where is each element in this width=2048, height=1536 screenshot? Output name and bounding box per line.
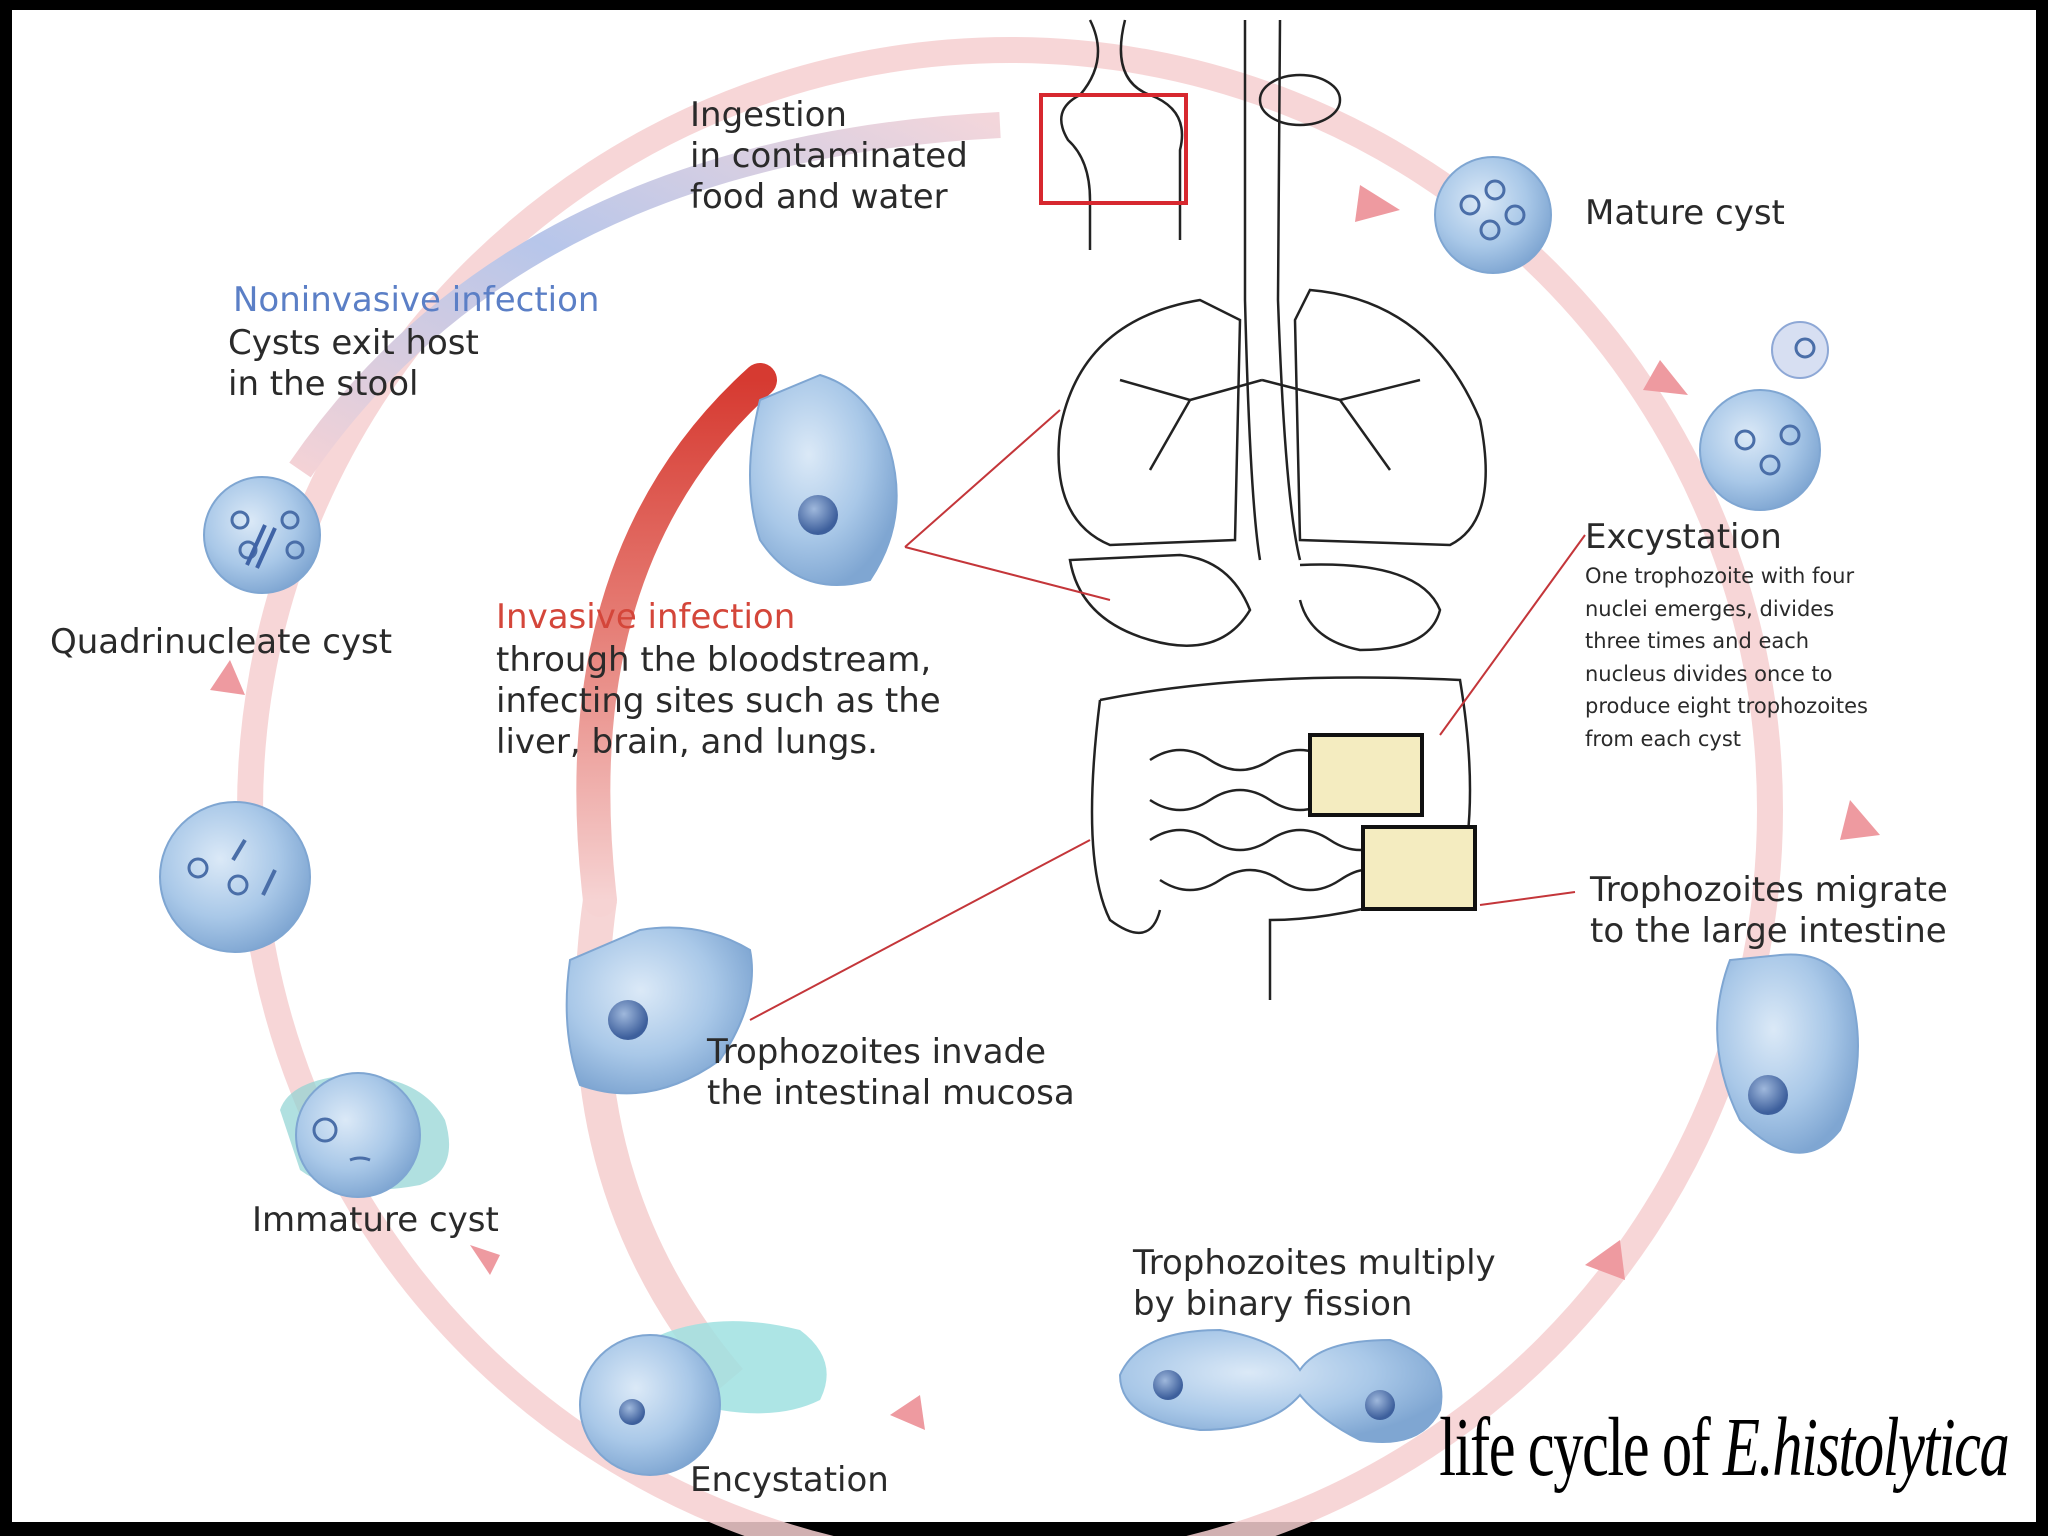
caption-species: E.histolytica [1722,1401,2010,1494]
label-invasive-title: Invasive infection [496,597,796,637]
cell-encystation [579,1321,827,1476]
diagram-panel [12,10,2036,1522]
arrow-2 [1643,360,1688,395]
liver [1068,553,1252,647]
bronchi [1119,378,1421,471]
esophagus [1243,20,1262,561]
arrow-6 [470,1245,500,1275]
label-noninvasive-desc: Cysts exit host in the stool [228,323,479,404]
cell-trophozoite-mucosa [565,926,753,1095]
head-outline [1060,19,1100,250]
pointer-lines [749,409,1586,1021]
cell-excysting [1699,321,1829,511]
cycle-arrows [210,185,1880,1430]
intestine-box-1 [1308,733,1424,817]
intestine-box-2 [1361,825,1477,911]
label-quadrinucleate-cyst: Quadrinucleate cyst [50,622,393,662]
label-excystation-desc: One trophozoite with four nuclei emerges… [1585,564,1868,751]
label-mature-cyst: Mature cyst [1585,193,1785,233]
label-migrate: Trophozoites migrate to the large intest… [1590,870,1948,951]
excystation-pointer [1439,534,1586,736]
label-encystation: Encystation [690,1460,889,1500]
arrow-7 [210,660,245,695]
arrow-4 [1585,1240,1625,1280]
mouth-highlight-box [1039,93,1188,205]
noninvasive-arc [289,112,1001,478]
invasive-pointer [904,409,1111,601]
label-immature-cyst: Immature cyst [252,1200,499,1240]
cell-immature-cyst [280,1072,450,1198]
invasive-arc [576,363,777,917]
arrow-5 [890,1395,925,1430]
cell-trophozoite-invasive [749,373,898,586]
label-ingestion: Ingestion in contaminated food and water [690,95,968,217]
cell-mature-cyst [1434,156,1552,274]
label-excystation-title: Excystation [1585,517,1782,557]
label-noninvasive-title: Noninvasive infection [233,280,600,320]
label-invasive-desc: through the bloodstream, infecting sites… [496,640,941,762]
small-intestine [1149,748,1391,892]
cell-binary-fission [1118,1328,1443,1443]
nasal-cavity [1258,73,1342,127]
anatomy-outline [1057,19,1487,1000]
esophagus-2 [1276,19,1302,561]
migrate-pointer [1479,891,1576,906]
arrow-3 [1840,800,1880,840]
figure-caption: life cycle of E.histolytica [1438,1399,2010,1496]
label-multiply: Trophozoites multiply by binary fission [1133,1243,1496,1324]
left-lung [1057,298,1242,547]
cell-quadrinucleate-cyst [203,476,321,594]
right-lung [1293,288,1487,547]
label-invade-mucosa: Trophozoites invade the intestinal mucos… [707,1032,1075,1113]
caption-prefix: life cycle of [1438,1401,1723,1494]
mucosa-pointer [749,839,1091,1021]
arrow-1 [1355,185,1400,222]
stomach [1298,563,1442,652]
cell-trophozoite-right [1716,953,1859,1154]
cell-binucleate-cyst [159,801,311,953]
